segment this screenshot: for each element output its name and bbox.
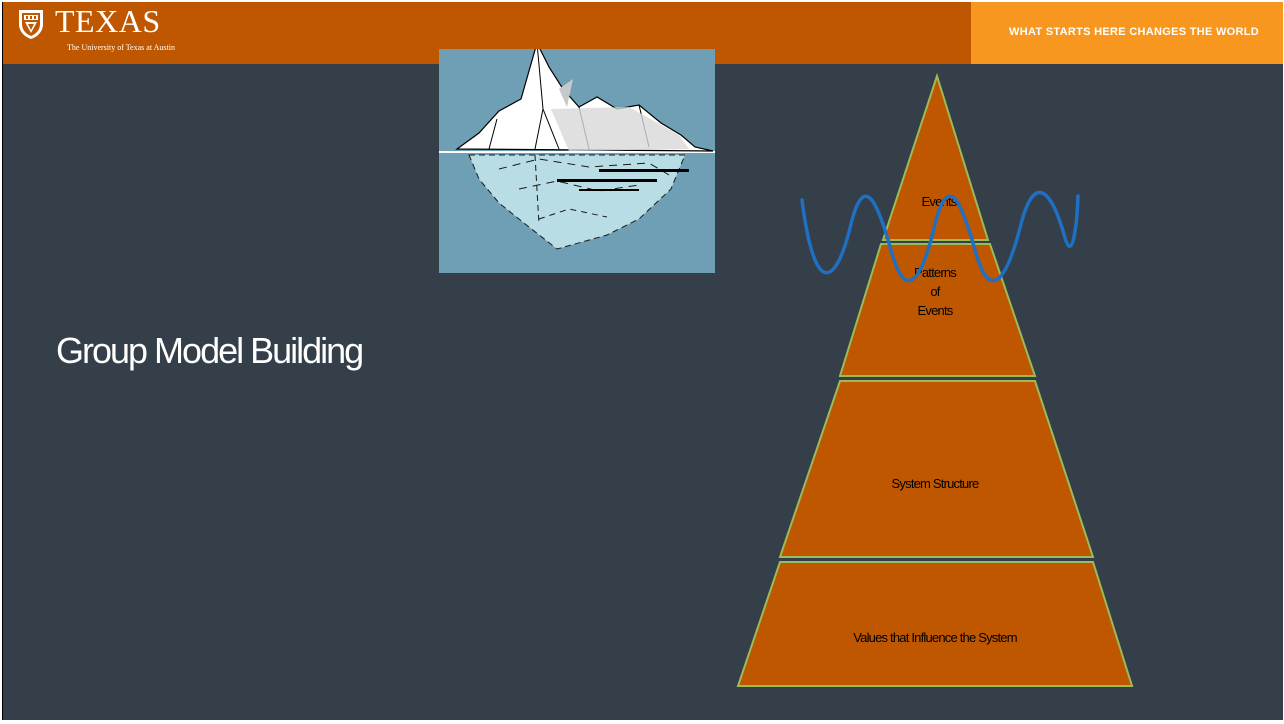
layer-events xyxy=(881,72,990,241)
tagline: WHAT STARTS HERE CHANGES THE WORLD xyxy=(1009,26,1259,38)
iceberg-illustration xyxy=(439,49,715,273)
label-values: Values that Influence the System xyxy=(853,630,1017,645)
ut-logo: TEXAS The University of Texas at Austin xyxy=(17,3,227,60)
waterline-wave xyxy=(800,190,1080,283)
header-accent-band: WHAT STARTS HERE CHANGES THE WORLD xyxy=(971,2,1283,64)
ut-shield-icon xyxy=(19,10,43,39)
university-name: The University of Texas at Austin xyxy=(67,43,175,52)
wordmark: TEXAS xyxy=(55,3,161,39)
label-system-structure: System Structure xyxy=(892,476,979,491)
layer-values xyxy=(736,561,1134,687)
layer-system-structure xyxy=(778,380,1095,558)
iceberg-pyramid-diagram: Events Patterns of Events System Structu… xyxy=(736,72,1134,687)
label-patterns-line-3: Events xyxy=(918,303,954,318)
page-title: Group Model Building xyxy=(56,330,364,371)
label-patterns-line-2: of xyxy=(930,284,940,299)
label-patterns-line-1: Patterns xyxy=(914,265,957,280)
